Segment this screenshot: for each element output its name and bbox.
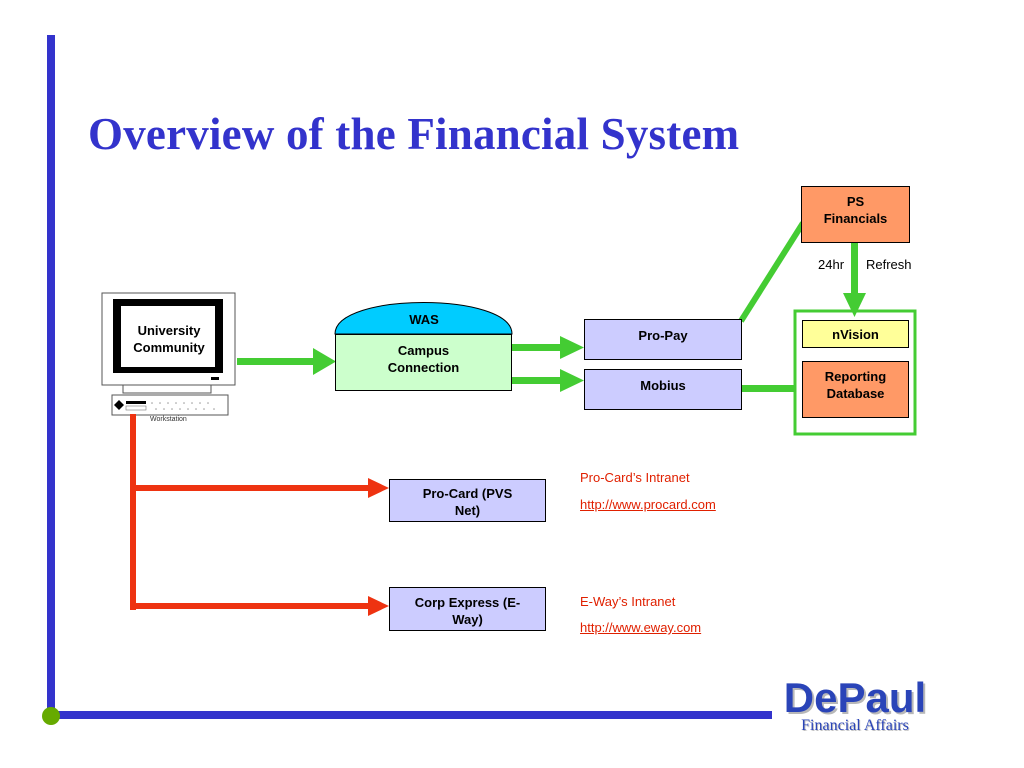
- nvision-box: nVision: [802, 320, 909, 348]
- pro-pay-box: Pro-Pay: [584, 319, 742, 360]
- eway-intranet-label: E-Way’s Intranet: [580, 594, 676, 609]
- was-dome-shape: [334, 302, 513, 335]
- red-connectors: [130, 414, 389, 616]
- refresh-hours-label: 24hr: [818, 257, 845, 272]
- refresh-arrowhead: [843, 293, 866, 317]
- campus-to-propay-line: [512, 344, 562, 351]
- bottom-frame-bar: [47, 711, 772, 719]
- green-connectors: [237, 243, 866, 392]
- mobius-arrowhead: [560, 369, 584, 392]
- depaul-logo: DePaul Financial Affairs: [770, 676, 940, 735]
- logo-main-text: DePaul: [783, 674, 927, 721]
- logo-sub-text: Financial Affairs: [801, 717, 909, 734]
- workstation-icon: [101, 292, 236, 416]
- reporting-database-box: Reporting Database: [802, 361, 909, 418]
- left-frame-bar: [47, 35, 55, 718]
- propay-to-ps-line: [738, 221, 806, 323]
- procard-arrowhead: [368, 478, 389, 498]
- refresh-label: Refresh: [866, 257, 912, 272]
- mobius-to-reporting-line: [742, 385, 796, 392]
- was-label: WAS: [409, 312, 439, 327]
- frame-corner-dot: [42, 707, 60, 725]
- corp-arrowhead: [368, 596, 389, 616]
- red-corp-line: [130, 603, 370, 609]
- campus-arrowhead: [313, 348, 336, 375]
- refresh-line: [851, 243, 858, 295]
- corp-express-box: Corp Express (E-Way): [389, 587, 546, 631]
- workstation-to-campus-line: [237, 358, 315, 365]
- reporting-group-frame: [793, 309, 917, 436]
- campus-to-mobius-line: [512, 377, 562, 384]
- propay-arrowhead: [560, 336, 584, 359]
- mobius-box: Mobius: [584, 369, 742, 410]
- ps-financials-box: PS Financials: [801, 186, 910, 243]
- workstation-caption: Workstation: [150, 416, 187, 423]
- red-vertical-line: [130, 414, 136, 610]
- procard-intranet-label: Pro-Card’s Intranet: [580, 470, 690, 485]
- eway-intranet-link[interactable]: http://www.eway.com: [580, 620, 702, 635]
- workstation-screen-label: University Community: [133, 323, 205, 355]
- campus-connection-box: Campus Connection: [335, 334, 512, 391]
- pro-card-box: Pro-Card (PVS Net): [389, 479, 546, 522]
- red-procard-line: [130, 485, 370, 491]
- page-title: Overview of the Financial System: [88, 109, 740, 159]
- procard-intranet-link[interactable]: http://www.procard.com: [580, 497, 716, 512]
